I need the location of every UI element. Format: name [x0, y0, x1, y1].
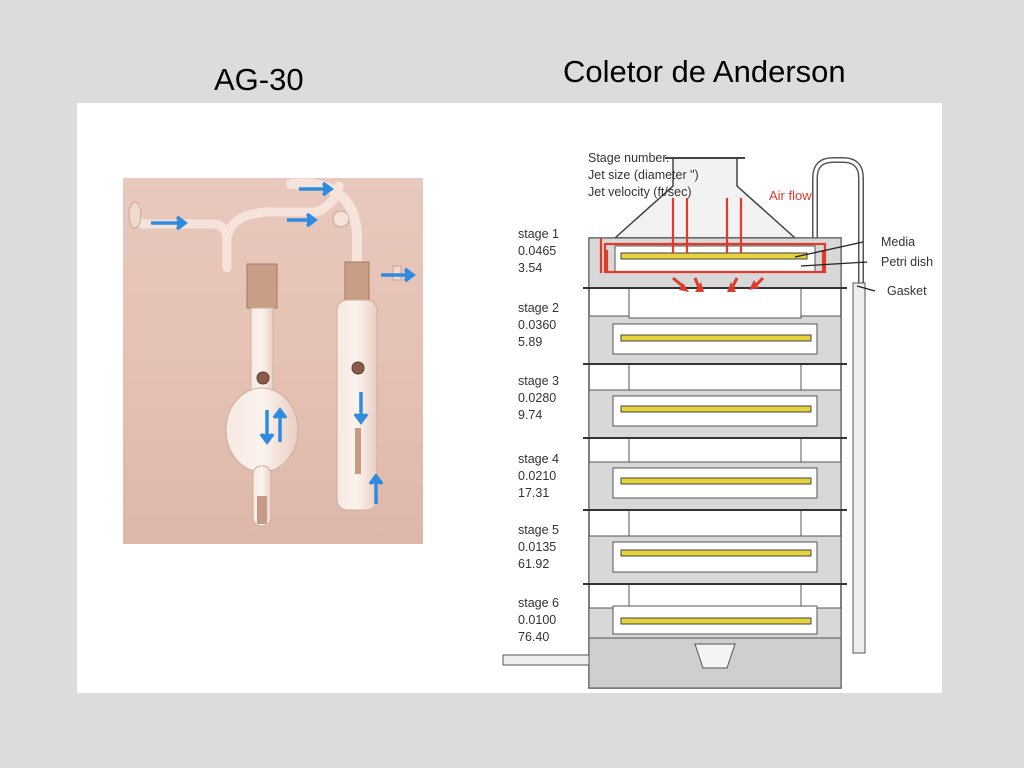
- flow-arrows: [151, 181, 416, 504]
- stage-label-4: stage 4 0.0210 17.31: [518, 451, 559, 502]
- media-band-2: [620, 334, 812, 342]
- left-inlet-funnel: [128, 201, 142, 229]
- stage-velocity: 3.54: [518, 261, 543, 275]
- media-band-3: [620, 405, 812, 413]
- legend-jet-size: Jet size (diameter "): [588, 168, 699, 182]
- gasket-callout: Gasket: [887, 284, 927, 298]
- title-ag30: AG-30: [214, 62, 304, 97]
- stage-jet: 0.0360: [518, 318, 557, 332]
- stage-velocity: 61.92: [518, 557, 550, 571]
- title-anderson-collector: Coletor de Anderson: [563, 54, 846, 89]
- stage-label-2: stage 2 0.0360 5.89: [518, 300, 559, 351]
- stage-velocity: 76.40: [518, 630, 550, 644]
- media-callout: Media: [881, 235, 916, 249]
- stage-name: stage 5: [518, 523, 560, 537]
- stage-jet: 0.0280: [518, 391, 557, 405]
- outlet-nozzle: [694, 643, 736, 669]
- airflow-label: Air flow: [769, 188, 812, 203]
- stage-label-6: stage 6 0.0100 76.40: [518, 595, 559, 646]
- stage-jet: 0.0100: [518, 613, 557, 627]
- media-band-5: [620, 549, 812, 557]
- stage-name: stage 1: [518, 227, 560, 241]
- stage-jet: 0.0210: [518, 469, 557, 483]
- stage-legend: Stage number. Jet size (diameter ") Jet …: [588, 150, 699, 201]
- petri-dish-callout: Petri dish: [881, 255, 934, 269]
- media-band-6: [620, 617, 812, 625]
- stage-velocity: 17.31: [518, 486, 550, 500]
- legend-jet-velocity: Jet velocity (ft/sec): [588, 185, 692, 199]
- stage-label-3: stage 3 0.0280 9.74: [518, 373, 559, 424]
- ag30-impinger-photo: [123, 178, 423, 544]
- figure-panel: Stage number. Jet size (diameter ") Jet …: [77, 103, 942, 693]
- andersen-sampler-diagram: Stage number. Jet size (diameter ") Jet …: [495, 138, 942, 693]
- stage-velocity: 9.74: [518, 408, 543, 422]
- stage-stack: [583, 237, 847, 639]
- legend-stage-number: Stage number.: [588, 151, 670, 165]
- stage-jet: 0.0465: [518, 244, 557, 258]
- stage-name: stage 2: [518, 301, 560, 315]
- stage-label-5: stage 5 0.0135 61.92: [518, 522, 559, 573]
- stage-name: stage 4: [518, 452, 560, 466]
- media-band-4: [620, 477, 812, 485]
- stage-name: stage 6: [518, 596, 560, 610]
- media-band-1: [620, 252, 808, 260]
- stage-label-1: stage 1 0.0465 3.54: [518, 226, 559, 277]
- airflow-path: [599, 198, 827, 291]
- stage-name: stage 3: [518, 374, 560, 388]
- stage-velocity: 5.89: [518, 335, 543, 349]
- stage-jet: 0.0135: [518, 540, 557, 554]
